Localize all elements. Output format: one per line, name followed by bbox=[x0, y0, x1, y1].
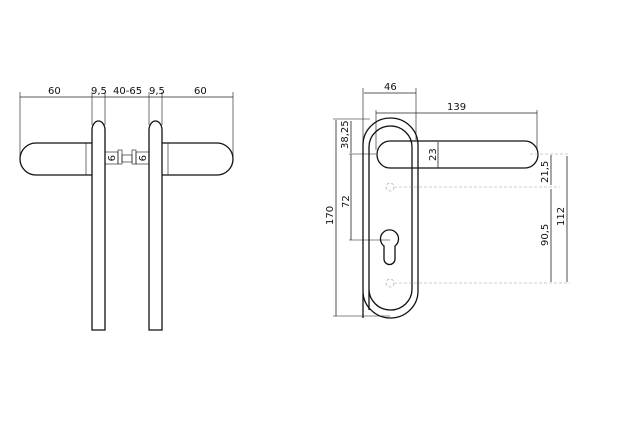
spindle bbox=[104, 149, 150, 165]
left-handle bbox=[19, 142, 92, 176]
lever bbox=[376, 140, 539, 169]
spindle-label-left: 9 bbox=[105, 155, 116, 161]
dim-lever-length: 139 bbox=[447, 102, 466, 113]
dim-handle-right: 60 bbox=[194, 86, 207, 97]
cylinder-keyhole bbox=[379, 229, 400, 266]
left-rose bbox=[91, 120, 106, 331]
dim-top-to-lever: 38,25 bbox=[340, 120, 351, 149]
dim-rose-right: 9,5 bbox=[149, 86, 165, 97]
backplate-inner bbox=[368, 125, 413, 311]
dim-lever-to-bottom-screw: 112 bbox=[556, 207, 567, 226]
front-dimension-lines bbox=[333, 88, 570, 317]
front-view: 46 139 170 38,25 72 23 21,5 90,5 112 bbox=[325, 82, 570, 319]
side-view: 60 9,5 40-65 9,5 60 9 9 bbox=[19, 86, 234, 331]
dim-rose-left: 9,5 bbox=[91, 86, 107, 97]
screw-hole-top bbox=[385, 182, 395, 192]
screw-hole-bottom bbox=[385, 278, 395, 288]
right-handle bbox=[162, 142, 234, 176]
dim-lever-height: 23 bbox=[428, 148, 439, 161]
spindle-label-right: 9 bbox=[136, 155, 147, 161]
dim-screw-spacing: 90,5 bbox=[540, 224, 551, 246]
backplate-outer bbox=[362, 117, 419, 319]
right-rose bbox=[148, 120, 163, 331]
dim-door-thickness: 40-65 bbox=[113, 86, 142, 97]
dim-handle-left: 60 bbox=[48, 86, 61, 97]
dim-plate-width: 46 bbox=[384, 82, 397, 93]
dim-plate-height: 170 bbox=[325, 206, 336, 225]
side-dimension-lines bbox=[19, 92, 234, 160]
dim-lever-to-screw: 21,5 bbox=[540, 161, 551, 183]
dim-lever-to-cylinder: 72 bbox=[341, 195, 352, 208]
